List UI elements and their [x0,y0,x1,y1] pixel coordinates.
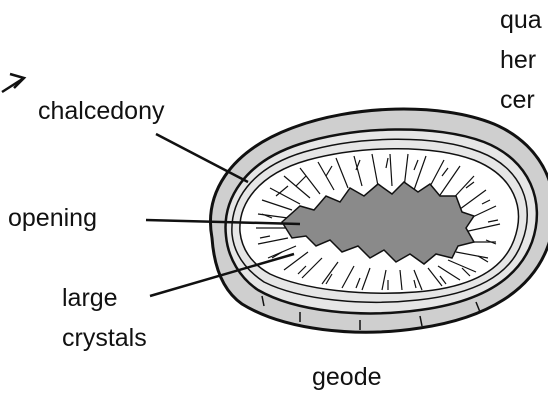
cropped-text-line-3: cer [500,86,535,114]
geode-illustration [211,109,548,332]
label-chalcedony: chalcedony [38,97,165,125]
caption-geode: geode [312,363,382,391]
label-large: large [62,284,118,312]
chalcedony-leader-line [156,134,248,182]
cropped-text-line-1: qua [500,6,542,34]
cropped-arrow-icon [2,74,24,92]
label-crystals: crystals [62,324,147,352]
cropped-text-line-2: her [500,46,536,74]
label-opening: opening [8,204,97,232]
